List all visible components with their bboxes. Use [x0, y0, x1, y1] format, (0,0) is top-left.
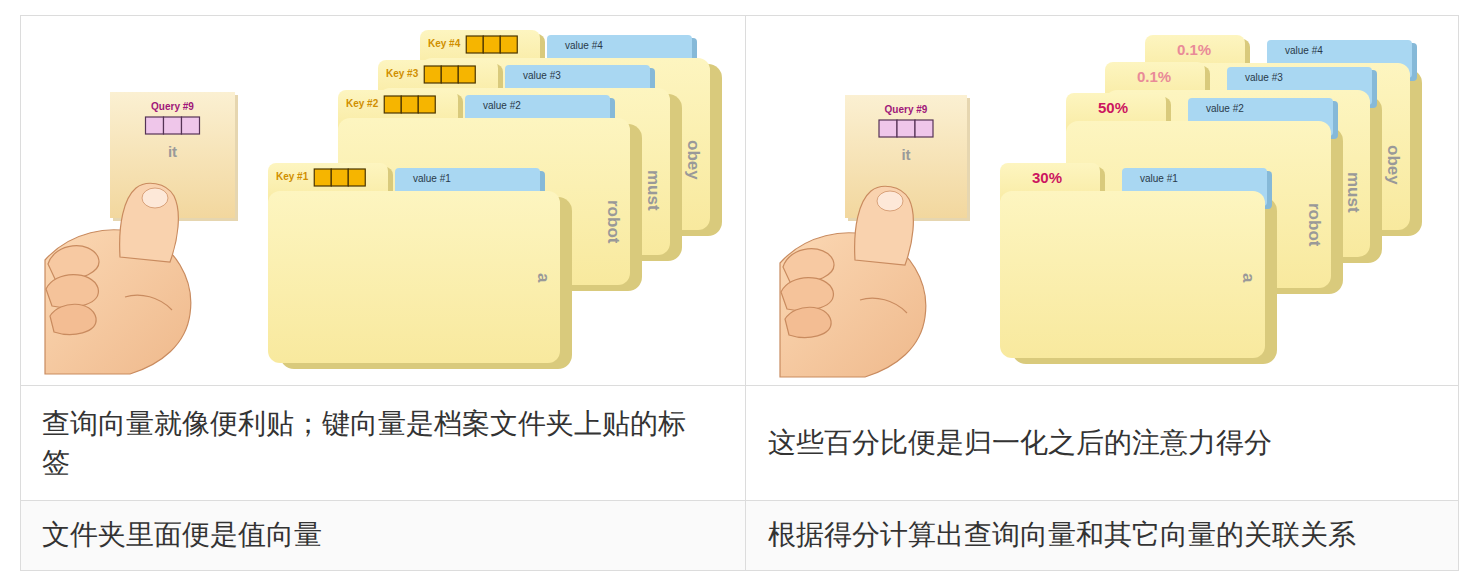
- value-label: value #2: [1206, 104, 1244, 114]
- token-word: robot: [1306, 203, 1323, 246]
- vector-cell: [314, 169, 331, 186]
- folder-shape: [268, 163, 572, 371]
- hand-part: [50, 304, 96, 334]
- thumb-nail: [877, 191, 903, 211]
- value-label: value #3: [523, 71, 561, 81]
- note-word: it: [110, 144, 235, 159]
- key-label: Key #1: [276, 172, 308, 182]
- folder-body: [1105, 90, 1370, 257]
- table-cell: 文件夹里面便是值向量: [20, 501, 745, 569]
- table-cell: 根据得分计算出查询向量和其它向量的关联关系: [746, 501, 1458, 569]
- table-cell-text: 文件夹里面便是值向量: [42, 515, 322, 554]
- value-label: value #2: [483, 101, 521, 111]
- note-word: it: [845, 147, 967, 162]
- folder-body: [1145, 63, 1410, 230]
- query-vector: [879, 120, 933, 137]
- table-cell-text: 查询向量就像便利贴；键向量是档案文件夹上贴的标签: [42, 404, 709, 482]
- folder-tab: [378, 60, 498, 108]
- table-cell-text: 根据得分计算出查询向量和其它向量的关联关系: [768, 515, 1356, 554]
- value-label: value #3: [1245, 73, 1283, 83]
- key-label: Key #4: [428, 39, 460, 49]
- query-label: Query #9: [845, 105, 967, 115]
- vector-cell: [441, 66, 458, 83]
- token-word: must: [1345, 172, 1362, 213]
- value-label: value #1: [1140, 174, 1178, 184]
- vector-cell: [384, 96, 401, 113]
- vector-cell: [331, 169, 348, 186]
- token-word: a: [535, 273, 552, 282]
- hand-part: [46, 275, 98, 308]
- hand-part: [785, 307, 831, 337]
- vector-cell: [483, 36, 500, 53]
- vector-cell: [418, 96, 435, 113]
- token-word: obey: [685, 140, 702, 180]
- value-label: value #1: [413, 174, 451, 184]
- folder-body: [268, 191, 560, 363]
- vector-cell: [182, 117, 200, 134]
- table-cell: 查询向量就像便利贴；键向量是档案文件夹上贴的标签: [20, 386, 745, 500]
- hand-illustration: [45, 183, 191, 374]
- token-word: must: [645, 170, 662, 211]
- hand-part: [781, 278, 833, 311]
- folder-body: [420, 58, 710, 230]
- folder: 30% value #1 a: [1000, 163, 1277, 366]
- hand-part: [855, 186, 914, 265]
- vector-cell: [348, 169, 365, 186]
- sticky-note: Query #9 it: [110, 92, 235, 218]
- hand-illustration: [780, 186, 926, 377]
- sticky-note: Query #9 it: [845, 95, 967, 218]
- vector-cell: [424, 66, 441, 83]
- folder-body: [1066, 121, 1331, 288]
- token-word: obey: [1385, 145, 1402, 185]
- vector-cell: [401, 96, 418, 113]
- token-word: a: [1240, 273, 1257, 282]
- folder-tab: [1145, 35, 1245, 83]
- vector-cell: [458, 66, 475, 83]
- folder-shape: [1000, 163, 1277, 366]
- thumb-nail: [142, 188, 168, 208]
- vector-cell: [466, 36, 483, 53]
- key-vector: [424, 66, 475, 83]
- vector-cell: [164, 117, 182, 134]
- folder-body: [378, 88, 670, 255]
- value-label: value #4: [565, 41, 603, 51]
- vector-cell: [500, 36, 517, 53]
- key-vector: [314, 169, 365, 186]
- query-label: Query #9: [110, 102, 235, 112]
- folder-tab: [420, 30, 540, 78]
- hand-part: [120, 183, 179, 262]
- value-label: value #4: [1285, 46, 1323, 56]
- hand-part: [860, 298, 907, 313]
- key-vector: [466, 36, 517, 53]
- folder-body: [338, 118, 630, 285]
- vector-cell: [146, 117, 164, 134]
- table-cell: 这些百分比便是归一化之后的注意力得分: [746, 386, 1458, 500]
- query-vector: [146, 117, 200, 134]
- hand-part: [125, 295, 172, 310]
- folder-body: [1000, 191, 1265, 358]
- attention-score: 0.1%: [1137, 69, 1171, 84]
- vector-cell: [879, 120, 897, 137]
- vector-cell: [897, 120, 915, 137]
- key-label: Key #2: [346, 99, 378, 109]
- token-word: robot: [605, 200, 622, 243]
- table-cell-text: 这些百分比便是归一化之后的注意力得分: [768, 423, 1272, 462]
- table-rule: [20, 500, 1458, 501]
- vector-cell: [915, 120, 933, 137]
- attention-score: 0.1%: [1177, 42, 1211, 57]
- key-vector: [384, 96, 435, 113]
- table-rule: [745, 15, 746, 570]
- folder-tab: [1105, 62, 1205, 110]
- attention-score: 30%: [1032, 170, 1062, 185]
- table-rule: [20, 385, 1458, 386]
- key-label: Key #3: [386, 69, 418, 79]
- folder: Key #1 value #1 a: [268, 163, 572, 371]
- attention-score: 50%: [1098, 100, 1128, 115]
